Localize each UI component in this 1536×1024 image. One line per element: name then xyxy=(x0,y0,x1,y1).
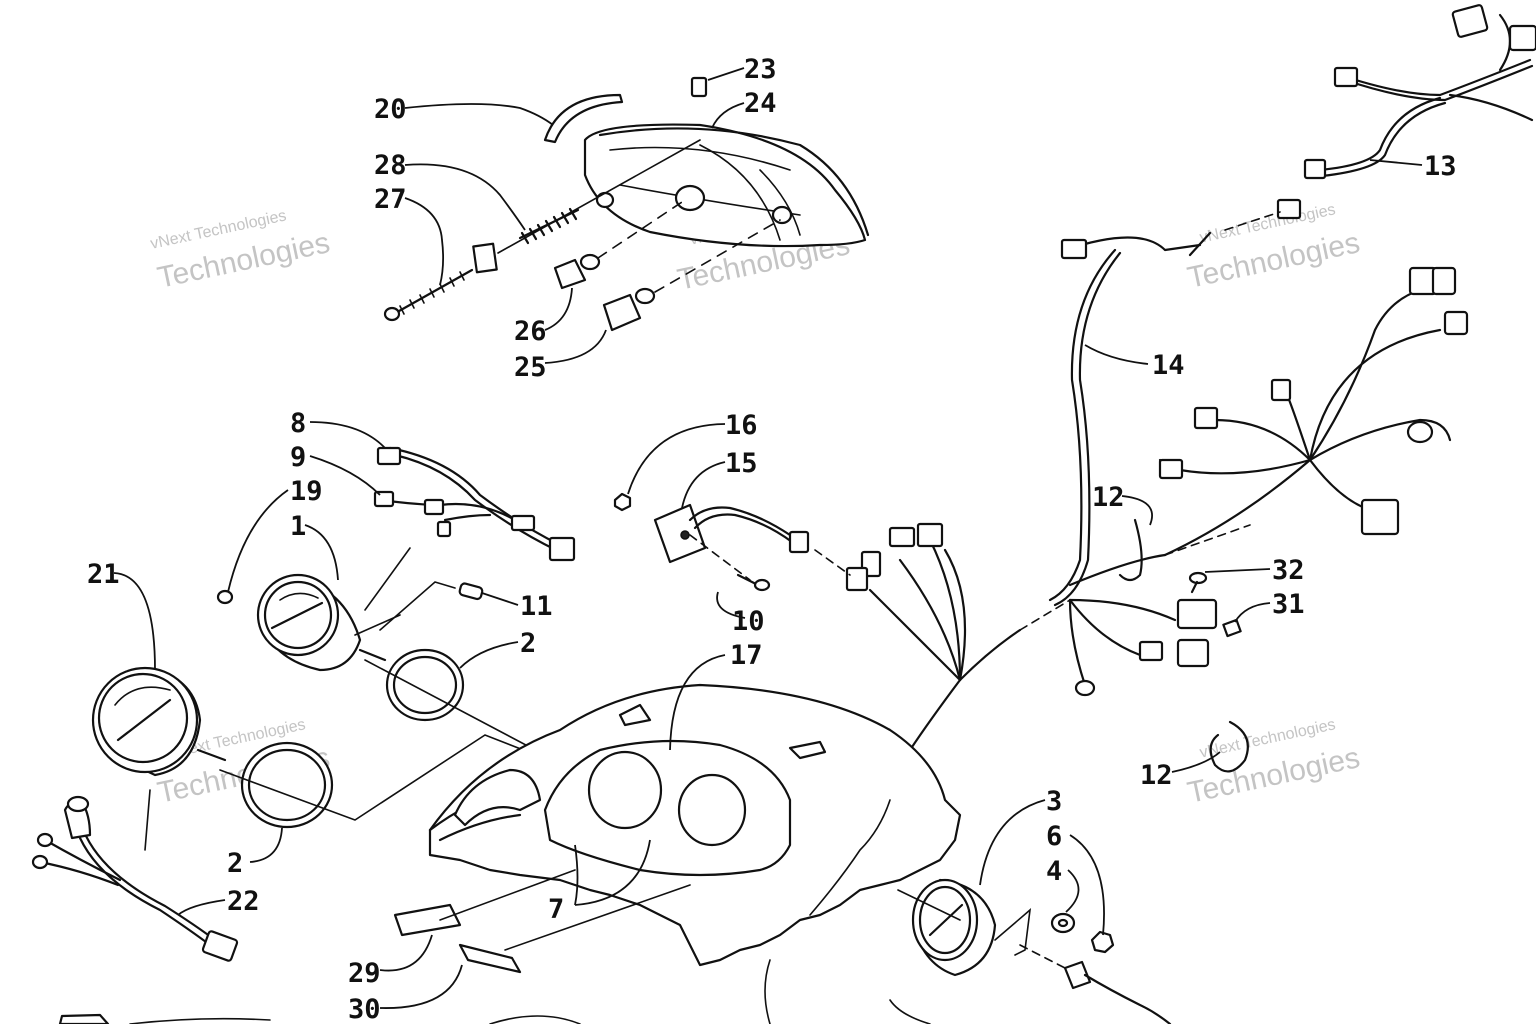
bezel-ring-2b xyxy=(240,741,334,829)
callout-2-upper: 2 xyxy=(520,628,536,659)
bezel-ring-2a xyxy=(385,648,465,722)
screw-32 xyxy=(1188,571,1208,594)
tie-clamp-12b xyxy=(1209,720,1249,773)
callout-27: 27 xyxy=(374,184,407,215)
fuel-gauge xyxy=(911,878,1032,977)
bulb-socket-main xyxy=(674,184,706,212)
callout-22: 22 xyxy=(227,886,260,917)
callout-10: 10 xyxy=(732,606,765,637)
callout-13: 13 xyxy=(1424,151,1457,182)
fuse-31 xyxy=(1222,618,1242,638)
speedo-cable xyxy=(1019,944,1172,1024)
resistor-mount-15 xyxy=(653,503,810,581)
callout-16: 16 xyxy=(725,410,758,441)
callout-1: 1 xyxy=(290,511,306,542)
callout-12-lower: 12 xyxy=(1140,760,1173,791)
callout-25: 25 xyxy=(514,352,547,383)
callout-4: 4 xyxy=(1046,856,1062,887)
callout-2-lower: 2 xyxy=(227,848,243,879)
wire-harness-14 xyxy=(814,231,1469,752)
callout-32: 32 xyxy=(1272,555,1305,586)
bulb-26-part xyxy=(553,199,686,290)
callout-17: 17 xyxy=(730,640,763,671)
callout-23: 23 xyxy=(744,54,777,85)
callout-9: 9 xyxy=(290,442,306,473)
screw-19 xyxy=(216,589,234,605)
adjuster-screw-part xyxy=(383,242,498,322)
callout-20: 20 xyxy=(374,94,407,125)
callout-15: 15 xyxy=(725,448,758,479)
bolt-10 xyxy=(736,573,771,592)
partial-bottom-left xyxy=(58,1013,110,1024)
bulb-25-part xyxy=(602,219,781,332)
harness-clip-12a xyxy=(1118,518,1143,582)
clip-part xyxy=(690,76,708,98)
callout-6: 6 xyxy=(1046,821,1062,852)
callout-26: 26 xyxy=(514,316,547,347)
nut-6 xyxy=(1090,930,1115,954)
headlight-assembly xyxy=(583,123,870,248)
leader-lines xyxy=(113,67,1423,1009)
callout-19: 19 xyxy=(290,476,323,507)
washer-4 xyxy=(1050,912,1076,934)
tachometer-gauge xyxy=(91,666,227,777)
callout-24: 24 xyxy=(744,88,777,119)
callout-14: 14 xyxy=(1152,350,1185,381)
trim-strip-part xyxy=(543,93,624,144)
nut-16 xyxy=(613,492,632,512)
callout-21: 21 xyxy=(87,559,120,590)
callout-29: 29 xyxy=(348,958,381,989)
callout-3: 3 xyxy=(1046,786,1062,817)
callout-31: 31 xyxy=(1272,589,1305,620)
callout-7: 7 xyxy=(548,894,564,925)
assembly-line xyxy=(364,547,411,611)
callout-8: 8 xyxy=(290,408,306,439)
wire-harness-13 xyxy=(1224,4,1536,231)
callout-labels: 23 24 20 28 27 26 25 13 14 8 9 19 1 16 1… xyxy=(87,54,1457,1024)
speedometer-gauge xyxy=(256,573,387,672)
decal-30 xyxy=(458,943,522,974)
decal-29 xyxy=(393,903,462,937)
callout-30: 30 xyxy=(348,994,381,1024)
spring-part xyxy=(518,207,580,245)
sub-harness-8-9 xyxy=(373,446,576,562)
callout-12-upper: 12 xyxy=(1092,482,1125,513)
bulb-11 xyxy=(458,582,484,601)
callout-28: 28 xyxy=(374,150,407,181)
callout-11: 11 xyxy=(520,591,553,622)
dashboard-console xyxy=(428,683,962,1024)
block-connector xyxy=(1360,498,1400,536)
sub-harness-22 xyxy=(31,795,239,962)
